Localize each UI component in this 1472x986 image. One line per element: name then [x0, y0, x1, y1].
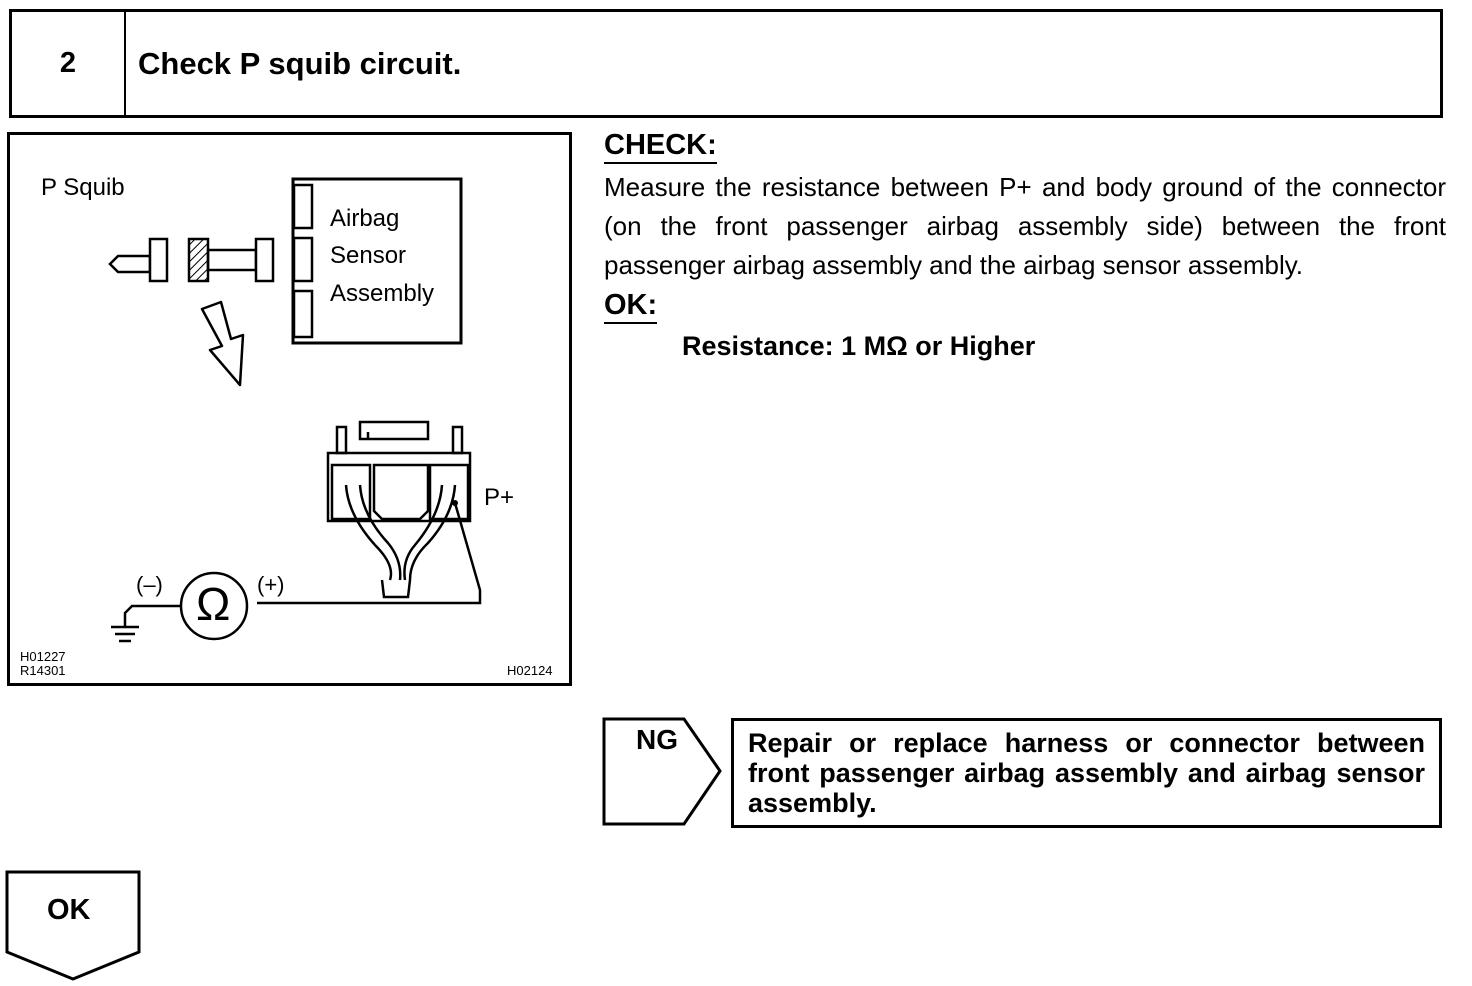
resistance-spec: Resistance: 1 MΩ or Higher — [682, 331, 1036, 361]
ng-label: NG — [636, 724, 678, 755]
sensor-label-line3: Assembly — [330, 280, 435, 307]
figure-code-3: H02124 — [507, 663, 553, 678]
ohm-symbol: Ω — [196, 578, 231, 630]
terminal-label: P+ — [484, 484, 515, 511]
step-title: Check P squib circuit. — [138, 45, 462, 81]
wiring-diagram — [108, 177, 482, 643]
ok-heading: OK: — [604, 288, 658, 324]
step-header: 2 Check P squib circuit. — [9, 9, 1443, 118]
squib-plug-icon — [108, 237, 169, 283]
minus-label: (–) — [136, 572, 163, 597]
airbag-sensor-box — [291, 177, 463, 345]
check-section: CHECK: Measure the resistance between P+… — [604, 128, 1446, 362]
probe-lead-plus — [257, 502, 482, 605]
arrow-down-icon — [200, 300, 245, 387]
probe-lead-minus — [123, 604, 181, 627]
check-instructions: Measure the resistance between P+ and bo… — [604, 172, 1446, 280]
ground-icon — [111, 625, 139, 643]
ok-label: OK — [47, 894, 91, 926]
illustration: P Squib Airbag Sensor Assembly P+ Ω (–) … — [7, 132, 572, 686]
p-squib-label: P Squib — [41, 174, 125, 201]
sensor-label-line1: Airbag — [330, 205, 400, 232]
plus-label: (+) — [257, 572, 285, 597]
step-number: 2 — [12, 12, 126, 115]
ok-arrow-icon — [5, 870, 141, 981]
figure-code-1: H01227 — [20, 649, 66, 664]
connector-icon — [326, 420, 472, 599]
ng-arrow-icon — [602, 717, 722, 826]
sensor-label-line2: Sensor — [330, 242, 407, 269]
mating-connector-icon — [187, 237, 275, 283]
figure-code-2: R14301 — [20, 663, 66, 678]
check-heading: CHECK: — [604, 128, 717, 164]
ng-action-box: Repair or replace harness or connector b… — [731, 718, 1442, 828]
